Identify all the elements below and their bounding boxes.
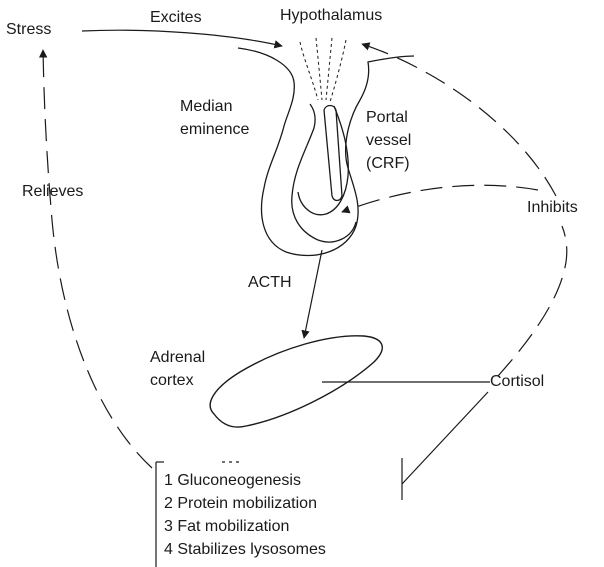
effect-item: 3 Fat mobilization: [164, 517, 289, 536]
acth-label: ACTH: [248, 273, 292, 292]
cortisol-to-inhibits-dashed: [498, 226, 567, 376]
inhibits-label: Inhibits: [527, 198, 578, 217]
portal-vessel-label-line2: vessel: [366, 131, 411, 150]
acth-arrow: [304, 250, 322, 338]
relieves-arrow: [43, 50, 152, 468]
adrenal-cortex-label-line1: Adrenal: [150, 348, 205, 367]
stress-label: Stress: [6, 20, 51, 39]
effect-item: 2 Protein mobilization: [164, 494, 317, 513]
effect-item: 4 Stabilizes lysosomes: [164, 540, 326, 559]
pituitary-gland-outline: [292, 104, 356, 242]
relieves-label: Relieves: [22, 182, 83, 201]
effect-item: 1 Gluconeogenesis: [164, 471, 301, 490]
inhibits-pituitary-arrow: [342, 185, 538, 212]
cortisol-to-effects-line: [402, 392, 488, 484]
median-eminence-label-line2: eminence: [180, 120, 249, 139]
effects-box: 1 Gluconeogenesis 2 Protein mobilization…: [156, 466, 406, 567]
median-eminence-outline: [238, 48, 414, 256]
median-eminence-label-line1: Median: [180, 97, 232, 116]
portal-vessel-label-line3: (CRF): [366, 154, 410, 173]
cortisol-label: Cortisol: [490, 372, 544, 391]
adrenal-cortex-label-line2: cortex: [150, 371, 194, 390]
portal-vessel-label-line1: Portal: [366, 108, 408, 127]
excites-arrow: [82, 30, 282, 46]
excites-label: Excites: [150, 8, 202, 27]
hypothalamic-nerve-fibers: [300, 38, 346, 102]
hypothalamus-label: Hypothalamus: [280, 6, 382, 25]
